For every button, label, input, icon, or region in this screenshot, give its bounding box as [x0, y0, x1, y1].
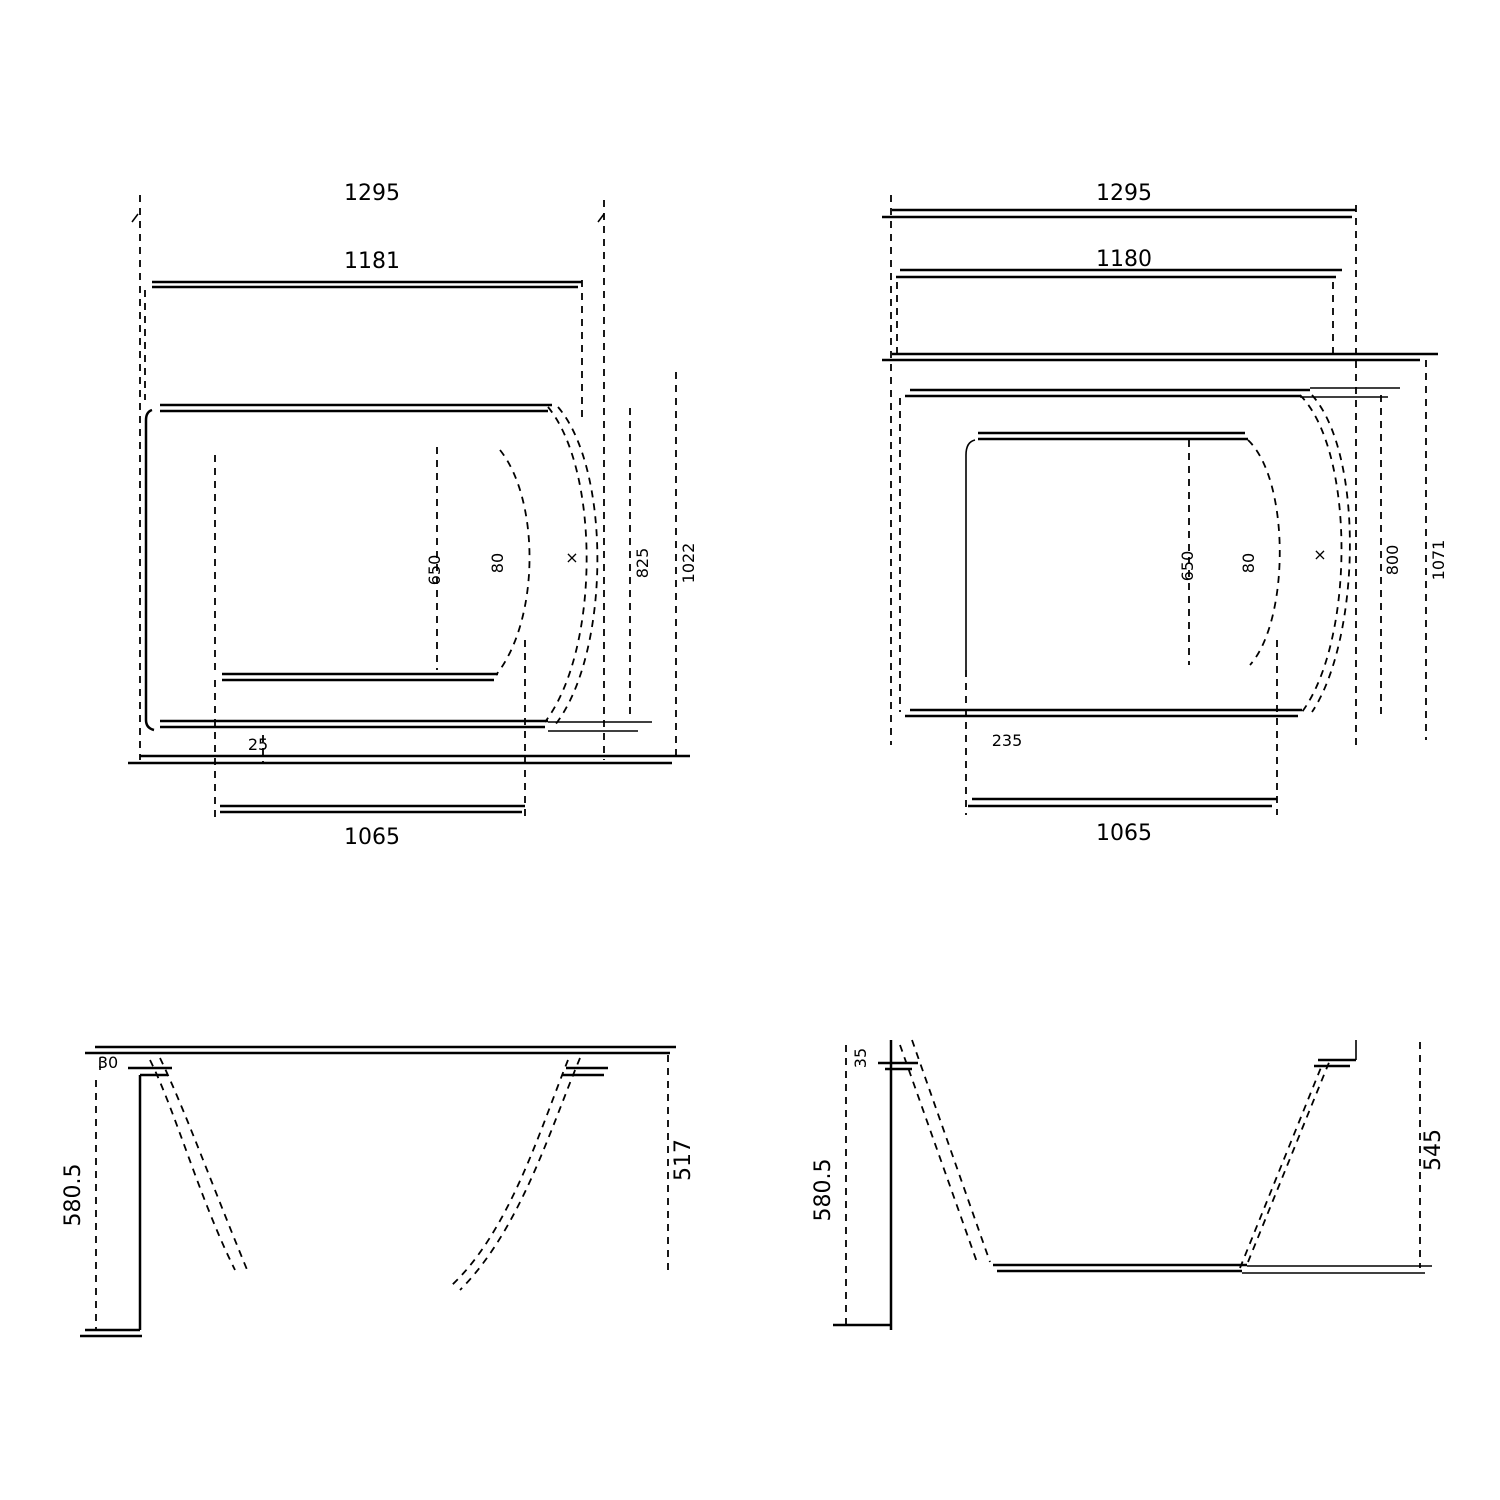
rim-height-label: 35: [851, 1048, 870, 1068]
center-mark: ×: [565, 548, 578, 567]
basin-depth-label: 545: [1421, 1129, 1446, 1171]
overall-height-label: 580.5: [811, 1159, 836, 1222]
offset-label: 25: [248, 735, 268, 754]
radius-label: 80: [488, 553, 507, 573]
offset-label: 235: [992, 731, 1023, 750]
section-view-left: 30 580.5 517: [61, 1045, 696, 1338]
section-view-right: 35 580.5 545: [811, 1039, 1446, 1330]
bottom-width-label: 1065: [1096, 821, 1152, 846]
plan-view-right: 1295 1180 650 80 × 800 1071: [882, 181, 1448, 846]
depth-a-label: 825: [633, 548, 652, 579]
rim-height-label: 30: [98, 1053, 118, 1072]
overall-width-label: 1295: [344, 181, 400, 206]
center-mark: ×: [1313, 545, 1326, 564]
plan-view-left: 1295 1181 650 80 × 825 1022: [128, 181, 698, 850]
inner-width-label: 1181: [344, 249, 400, 274]
depth-b-label: 1071: [1429, 540, 1448, 581]
inner-width-label: 1180: [1096, 247, 1152, 272]
radius-label: 80: [1239, 553, 1258, 573]
overall-width-label: 1295: [1096, 181, 1152, 206]
inner-depth-label: 650: [1178, 551, 1197, 582]
basin-depth-label: 517: [671, 1139, 696, 1181]
inner-depth-label: 650: [425, 555, 444, 586]
depth-b-label: 1022: [679, 543, 698, 584]
overall-height-label: 580.5: [61, 1164, 86, 1227]
depth-a-label: 800: [1383, 545, 1402, 576]
bottom-width-label: 1065: [344, 825, 400, 850]
